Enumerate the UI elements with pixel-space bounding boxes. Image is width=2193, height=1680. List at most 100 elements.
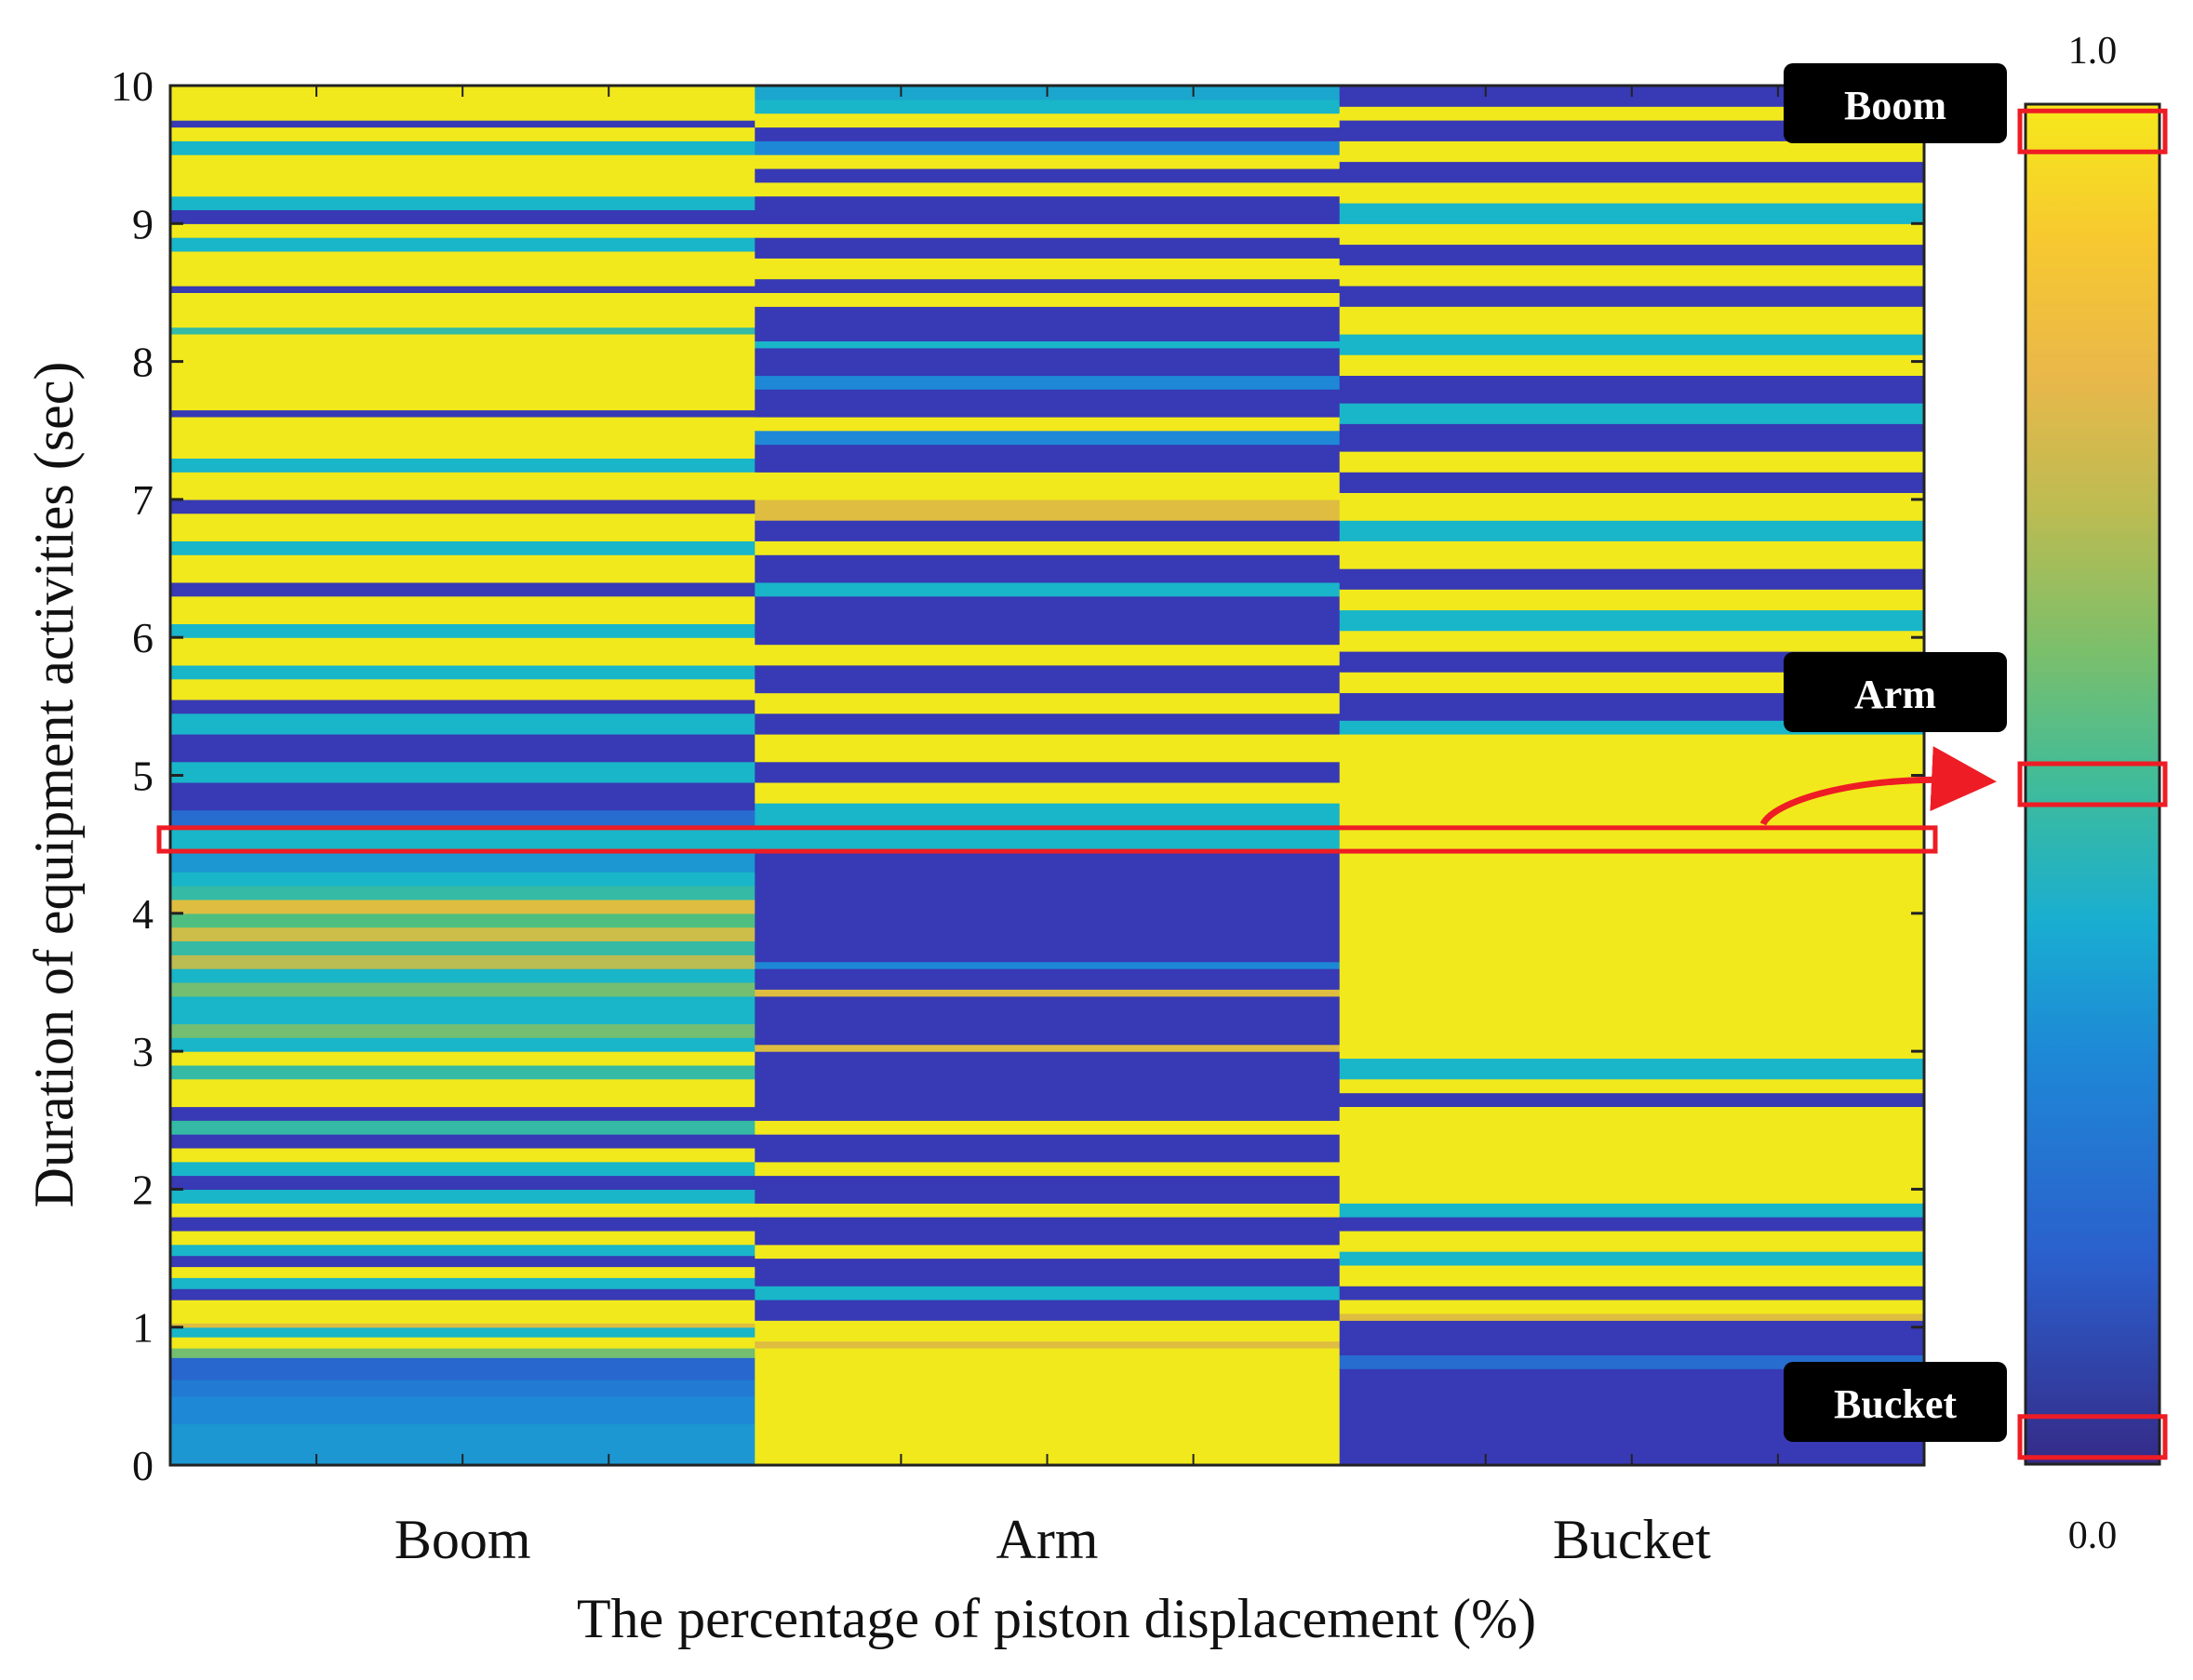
y-tick-label-10: 10 <box>111 62 154 110</box>
y-tick-label-5: 5 <box>132 753 154 800</box>
heatmap-cell-boom-16 <box>170 1203 756 1218</box>
heatmap-cell-arm-12 <box>755 1120 1341 1135</box>
heatmap-cell-arm-33 <box>755 520 1341 541</box>
heatmap-cell-bucket-9 <box>1339 1217 1925 1232</box>
heatmap-cell-boom-17 <box>170 1189 756 1204</box>
heatmap-cell-arm-41 <box>755 347 1341 377</box>
heatmap-cell-arm-46 <box>755 258 1341 280</box>
heatmap-cell-bucket-19 <box>1339 720 1925 735</box>
heatmap-cell-bucket-30 <box>1339 472 1925 493</box>
heatmap-cell-bucket-11 <box>1339 1106 1925 1204</box>
heatmap-cell-arm-0 <box>755 1347 1341 1466</box>
callout-label-bucket: Bucket <box>1834 1381 1957 1427</box>
heatmap-cell-bucket-36 <box>1339 333 1925 355</box>
heatmap-cell-boom-54 <box>170 540 756 555</box>
heatmap-cell-arm-51 <box>755 168 1341 183</box>
heatmap-cell-bucket-31 <box>1339 451 1925 473</box>
heatmap-cell-bucket-2 <box>1339 1320 1925 1355</box>
y-tick-label-7: 7 <box>132 476 154 524</box>
heatmap-cell-arm-20 <box>755 827 1341 852</box>
heatmap-cell-arm-2 <box>755 1320 1341 1342</box>
heatmap-cell-boom-3 <box>170 1357 756 1380</box>
heatmap-cell-boom-51 <box>170 595 756 624</box>
y-tick-label-3: 3 <box>132 1028 154 1075</box>
heatmap-cell-arm-4 <box>755 1286 1341 1300</box>
heatmap-cell-arm-52 <box>755 154 1341 169</box>
x-category-label-boom: Boom <box>394 1509 531 1570</box>
heatmap-cell-bucket-28 <box>1339 520 1925 541</box>
colorbar-min-label: 0.0 <box>2068 1514 2118 1557</box>
heatmap-cell-boom-64 <box>170 286 756 293</box>
heatmap-cell-bucket-37 <box>1339 306 1925 335</box>
heatmap-cell-boom-14 <box>170 1230 756 1246</box>
heatmap-cell-arm-55 <box>755 113 1341 128</box>
heatmap-cell-boom-62 <box>170 327 756 335</box>
heatmap-cell-bucket-39 <box>1339 264 1925 287</box>
heatmap-cell-bucket-38 <box>1339 286 1925 307</box>
heatmap-cell-boom-65 <box>170 251 756 287</box>
heatmap-cell-arm-7 <box>755 1217 1341 1246</box>
y-axis-title: Duration of equipment activities (sec) <box>23 362 85 1208</box>
heatmap-cell-arm-16 <box>755 989 1341 997</box>
heatmap-cell-bucket-15 <box>1339 851 1925 1060</box>
heatmap-cell-boom-41 <box>170 809 756 829</box>
heatmap-cell-boom-42 <box>170 781 756 811</box>
heatmap-cell-arm-18 <box>755 961 1341 969</box>
heatmap-cell-arm-9 <box>755 1175 1341 1204</box>
heatmap-cell-boom-33 <box>170 940 756 955</box>
heatmap-cell-arm-23 <box>755 761 1341 783</box>
heatmap-cell-bucket-7 <box>1339 1251 1925 1266</box>
heatmap-cell-boom-30 <box>170 982 756 997</box>
heatmap-cell-bucket-16 <box>1339 827 1925 852</box>
heatmap-cell-boom-39 <box>170 851 756 873</box>
heatmap-cell-bucket-5 <box>1339 1286 1925 1300</box>
heatmap-cell-boom-53 <box>170 554 756 583</box>
heatmap-cell-arm-26 <box>755 692 1341 714</box>
heatmap-cell-arm-21 <box>755 803 1341 829</box>
heatmap-cell-boom-21 <box>170 1134 756 1149</box>
heatmap-cell-arm-47 <box>755 237 1341 259</box>
heatmap-cell-boom-66 <box>170 237 756 252</box>
heatmap-cell-bucket-14 <box>1339 1058 1925 1080</box>
heatmap-cell-boom-56 <box>170 499 756 514</box>
heatmap-cell-bucket-33 <box>1339 403 1925 424</box>
colorbar-max-label: 1.0 <box>2068 30 2118 73</box>
y-tick-label-2: 2 <box>132 1166 154 1213</box>
x-category-label-bucket: Bucket <box>1553 1509 1711 1570</box>
heatmap-cell-boom-59 <box>170 416 756 459</box>
heatmap-cell-boom-72 <box>170 127 756 141</box>
heatmap-cell-boom-18 <box>170 1175 756 1190</box>
heatmap-cell-arm-22 <box>755 781 1341 804</box>
heatmap-cell-arm-50 <box>755 181 1341 197</box>
heatmap-cell-boom-69 <box>170 195 756 210</box>
heatmap-cell-boom-70 <box>170 154 756 197</box>
heatmap-cell-boom-71 <box>170 140 756 155</box>
heatmap-cell-arm-32 <box>755 540 1341 555</box>
heatmap-cell-arm-53 <box>755 140 1341 155</box>
heatmap-cell-boom-5 <box>170 1337 756 1349</box>
heatmap-cell-arm-31 <box>755 554 1341 583</box>
heatmap-cell-boom-36 <box>170 900 756 914</box>
y-tick-label-6: 6 <box>132 614 154 661</box>
heatmap-cell-boom-37 <box>170 886 756 900</box>
heatmap-cell-boom-48 <box>170 664 756 680</box>
heatmap-cell-boom-12 <box>170 1255 756 1268</box>
heatmap-cell-boom-67 <box>170 223 756 238</box>
heatmap-cell-bucket-42 <box>1339 203 1925 224</box>
heatmap-cell-boom-52 <box>170 581 756 597</box>
heatmap-cell-boom-27 <box>170 1037 756 1052</box>
heatmap-cell-boom-60 <box>170 409 756 418</box>
heatmap-cell-boom-28 <box>170 1023 756 1038</box>
heatmap-cell-boom-19 <box>170 1161 756 1177</box>
heatmap-cell-bucket-4 <box>1339 1300 1925 1314</box>
heatmap-cell-bucket-44 <box>1339 161 1925 183</box>
colorbar-marker-arm <box>2017 761 2168 807</box>
heatmap-cell-boom-44 <box>170 734 756 763</box>
heatmap-cell-arm-15 <box>755 995 1341 1046</box>
heatmap-cell-boom-49 <box>170 637 756 666</box>
heatmap-cell-boom-73 <box>170 120 756 128</box>
heatmap-cell-arm-3 <box>755 1300 1341 1321</box>
heatmap-cell-boom-10 <box>170 1277 756 1289</box>
